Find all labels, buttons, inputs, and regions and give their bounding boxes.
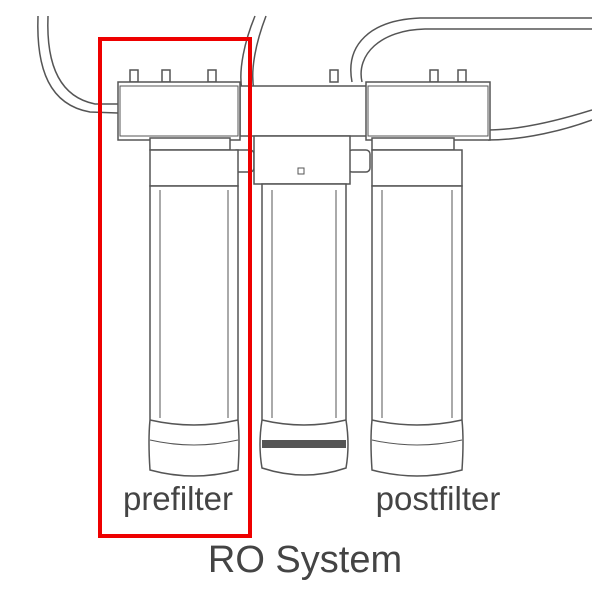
system-title: RO System xyxy=(208,539,402,581)
filter-housing-center xyxy=(253,135,351,476)
prefilter-highlight-box xyxy=(98,37,252,538)
filter-housing-left xyxy=(148,149,240,477)
tubing xyxy=(37,15,592,141)
manifold-head xyxy=(117,69,491,173)
postfilter-label: postfilter xyxy=(376,480,501,517)
prefilter-label: prefilter xyxy=(123,480,233,517)
filter-housing-right xyxy=(370,149,464,477)
